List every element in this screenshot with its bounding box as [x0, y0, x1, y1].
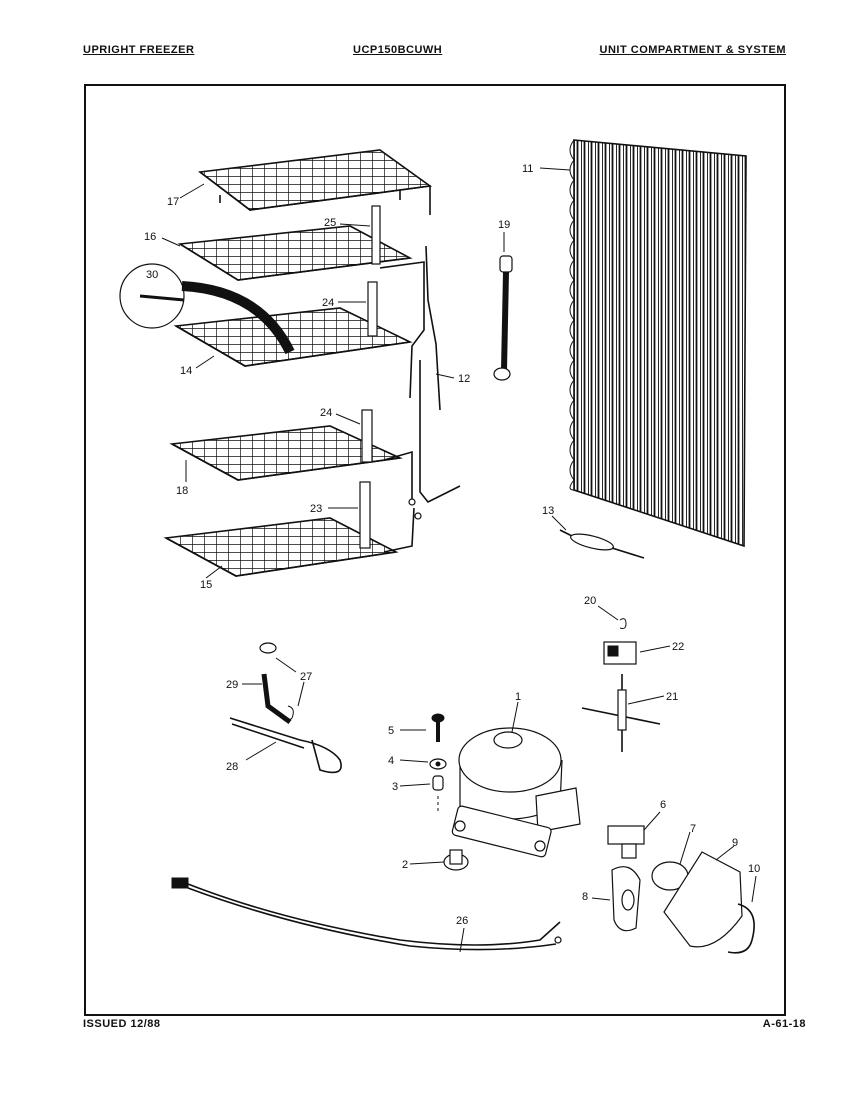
callout-20: 20: [584, 595, 596, 607]
header-model-number: UCP150BCUWH: [353, 44, 443, 56]
overload-21: [581, 674, 661, 752]
evaporator-shelf-17: [197, 149, 433, 215]
evaporator-shelf-16: [177, 225, 413, 281]
footer-page-code: A-61-18: [762, 1018, 806, 1030]
callout-1: 1: [515, 691, 521, 703]
callout-6: 6: [660, 799, 666, 811]
electrical-components: [607, 825, 755, 954]
inset-detail-30: [119, 263, 295, 355]
callout-22: 22: [672, 641, 684, 653]
drier-13: [559, 529, 645, 559]
compressor-1: [451, 727, 581, 858]
callout-27: 27: [300, 671, 312, 683]
footer-issue-date: ISSUED 12/88: [83, 1018, 161, 1030]
power-cord-26: [171, 877, 562, 951]
callout-5: 5: [388, 725, 394, 737]
callout-30: 30: [146, 269, 158, 281]
callout-24b: 24: [320, 407, 332, 419]
relay-22: [603, 618, 637, 665]
callout-13: 13: [542, 505, 554, 517]
callout-15: 15: [200, 579, 212, 591]
callout-16: 16: [144, 231, 156, 243]
callout-2: 2: [402, 859, 408, 871]
callout-17: 17: [167, 196, 179, 208]
evaporator-shelf-18: [169, 425, 403, 481]
header-section-title: UNIT COMPARTMENT & SYSTEM: [599, 44, 786, 56]
callout-11: 11: [522, 163, 533, 175]
callout-10: 10: [748, 863, 760, 875]
condenser-11: [569, 139, 747, 548]
evaporator-shelf-14: [173, 307, 413, 367]
callout-3: 3: [392, 781, 398, 793]
callout-4: 4: [388, 755, 394, 767]
evaporator-shelf-15: [163, 517, 399, 577]
callout-24a: 24: [322, 297, 334, 309]
callout-26: 26: [456, 915, 468, 927]
callout-14: 14: [180, 365, 192, 377]
leader-lines: [161, 167, 757, 953]
callout-12: 12: [458, 373, 470, 385]
header-title: UPRIGHT FREEZER: [83, 44, 195, 56]
callout-29: 29: [226, 679, 238, 691]
drain-parts: [229, 642, 342, 774]
service-tube-19: [493, 255, 513, 381]
callout-21: 21: [666, 691, 678, 703]
callout-23: 23: [310, 503, 322, 515]
callout-labels: 17 16 30 14 18 15 25 24 24 23 12 19 11 1…: [144, 163, 760, 927]
mounting-hardware: [429, 713, 469, 871]
callout-25: 25: [324, 217, 336, 229]
callout-9: 9: [732, 837, 738, 849]
diagram-frame: [84, 84, 786, 1016]
evaporator-tubing-12: [379, 245, 461, 553]
callout-28: 28: [226, 761, 238, 773]
callout-8: 8: [582, 891, 588, 903]
shelf-brackets: [359, 205, 381, 549]
callout-19: 19: [498, 219, 510, 231]
callout-7: 7: [690, 823, 696, 835]
callout-18: 18: [176, 485, 188, 497]
